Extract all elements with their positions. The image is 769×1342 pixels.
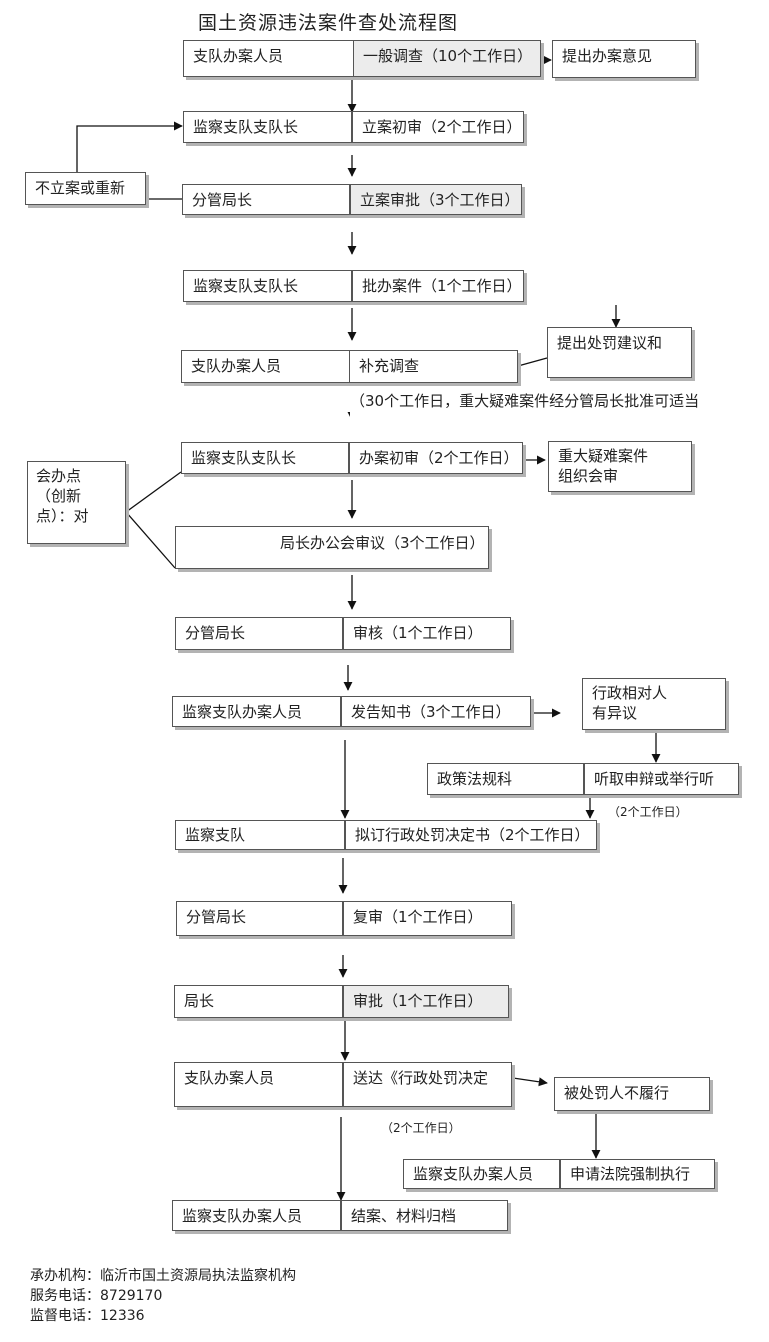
note-2-days-b: （2个工作日）: [381, 1112, 517, 1156]
major-case-line2: 组织会审: [558, 467, 619, 485]
step-box: 申请法院强制执行: [560, 1159, 715, 1189]
line-proposal: [517, 357, 548, 367]
objection-box: 行政相对人 有异议: [582, 678, 726, 730]
role-box: 支队办案人员: [174, 1062, 343, 1107]
role-box: 监察支队办案人员: [172, 696, 341, 727]
step-box: 送达《行政处罚决定: [343, 1062, 512, 1107]
result-box: 提出办案意见: [552, 40, 696, 78]
role-box: 局长: [174, 985, 343, 1018]
role-box: 分管局长: [182, 184, 350, 215]
role-box: 监察支队支队长: [181, 442, 349, 474]
role-box: 分管局长: [175, 617, 343, 650]
joint-line1: 会办点: [36, 467, 82, 485]
footer-org: 承办机构：临沂市国土资源局执法监察机构: [30, 1268, 296, 1284]
nonperform-box: 被处罚人不履行: [554, 1077, 710, 1111]
step-box: 结案、材料归档: [341, 1200, 508, 1231]
role-box: 政策法规科: [427, 763, 584, 795]
chart-title: 国土资源违法案件查处流程图: [198, 12, 459, 34]
step-box: 发告知书（3个工作日）: [341, 696, 531, 727]
line-joint-bottom: [125, 511, 176, 569]
objection-line1: 行政相对人: [592, 684, 668, 702]
role-box: 支队办案人员: [183, 40, 354, 77]
line-joint-top: [125, 471, 182, 513]
footer-service-phone: 服务电话：8729170: [30, 1288, 163, 1304]
role-box: 监察支队支队长: [183, 270, 352, 302]
footer: 承办机构：临沂市国土资源局执法监察机构 服务电话：8729170 监督电话：12…: [30, 1266, 296, 1326]
step-box: 审核（1个工作日）: [343, 617, 511, 650]
arrow-notfiled-back: [76, 121, 183, 173]
arrow-to-nonperform: [512, 1077, 548, 1087]
step-box: 补充调查: [349, 350, 518, 383]
note-2-days-a: （2个工作日）: [608, 802, 688, 822]
step-box: 听取申辩或举行听: [584, 763, 739, 795]
role-box: 支队办案人员: [181, 350, 350, 383]
joint-line2: （创新: [36, 487, 82, 505]
role-box: 监察支队支队长: [183, 111, 352, 143]
step-box: 立案初审（2个工作日）: [352, 111, 524, 143]
step-box: 复审（1个工作日）: [343, 901, 512, 936]
role-box: 分管局长: [176, 901, 343, 936]
role-box: 监察支队办案人员: [403, 1159, 560, 1189]
step-box: 办案初审（2个工作日）: [349, 442, 523, 474]
step-box: 审批（1个工作日）: [343, 985, 509, 1018]
footer-supervise-phone: 监督电话：12336: [30, 1308, 145, 1324]
meeting-box: 局长办公会审议（3个工作日）: [175, 526, 489, 569]
step-box: 一般调查（10个工作日）: [353, 40, 541, 77]
major-case-box: 重大疑难案件 组织会审: [548, 441, 692, 492]
result-box: 提出处罚建议和: [547, 327, 692, 378]
step-box: 批办案件（1个工作日）: [352, 270, 524, 302]
side-box-not-filed: 不立案或重新: [25, 172, 146, 205]
step-box: 立案审批（3个工作日）: [350, 184, 522, 215]
role-box: 监察支队: [175, 820, 345, 850]
major-case-line1: 重大疑难案件: [558, 447, 649, 465]
step-box: 拟订行政处罚决定书（2个工作日）: [345, 820, 597, 850]
objection-line2: 有异议: [592, 704, 638, 722]
joint-line3: 点）：对: [36, 507, 89, 525]
role-box: 监察支队办案人员: [172, 1200, 341, 1231]
joint-review-box: 会办点 （创新 点）：对: [27, 461, 126, 544]
note-30-days: （30个工作日，重大疑难案件经分管局长批准可适当: [350, 389, 744, 429]
